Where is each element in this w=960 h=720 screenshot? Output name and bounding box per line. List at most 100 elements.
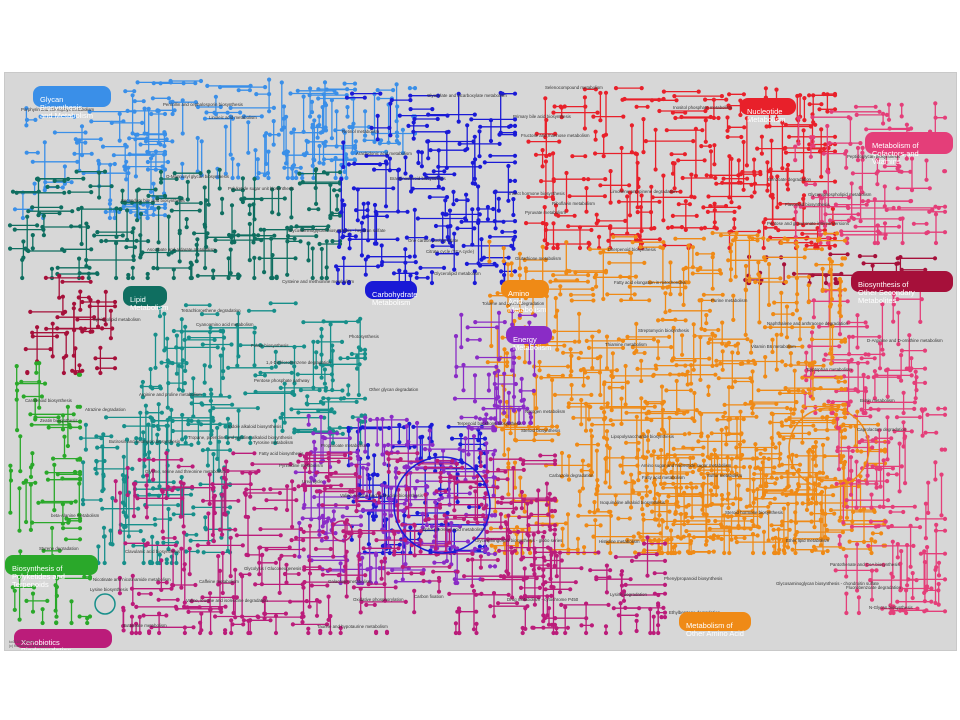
compound-node <box>733 343 738 348</box>
compound-node <box>131 257 136 263</box>
compound-node <box>311 157 316 162</box>
compound-node <box>226 365 231 370</box>
compound-node <box>145 215 150 221</box>
compound-node <box>388 133 393 138</box>
compound-node <box>444 195 450 200</box>
compound-node <box>737 205 742 210</box>
compound-node <box>415 510 420 516</box>
compound-node <box>296 429 301 434</box>
compound-node <box>277 360 282 365</box>
compound-node <box>320 105 325 110</box>
compound-node <box>591 292 596 297</box>
compound-node <box>482 160 487 165</box>
compound-node <box>621 114 626 119</box>
compound-node <box>138 436 143 441</box>
compound-node <box>797 462 803 467</box>
compound-node <box>7 223 13 228</box>
compound-node <box>282 196 287 201</box>
compound-node <box>540 244 545 249</box>
compound-node <box>135 80 140 85</box>
compound-node <box>366 542 371 547</box>
compound-node <box>710 230 715 236</box>
compound-node <box>52 130 58 135</box>
compound-node <box>162 202 168 207</box>
compound-node <box>597 234 602 239</box>
compound-node <box>587 241 592 247</box>
compound-node <box>800 169 805 174</box>
compound-node <box>193 100 198 105</box>
compound-node <box>672 94 677 99</box>
compound-node <box>631 534 636 539</box>
compound-node <box>750 550 756 556</box>
compound-node <box>811 143 816 148</box>
compound-node <box>669 225 675 230</box>
compound-node <box>636 531 641 536</box>
compound-node <box>647 280 653 285</box>
compound-node <box>50 354 55 359</box>
compound-node <box>143 403 148 408</box>
compound-node <box>429 439 434 444</box>
pathway-network <box>7 77 948 636</box>
compound-node <box>640 495 645 500</box>
compound-node <box>827 245 832 251</box>
compound-node <box>761 550 767 556</box>
compound-node <box>895 166 900 171</box>
compound-node <box>259 114 264 119</box>
compound-node <box>333 128 338 133</box>
compound-node <box>759 151 765 156</box>
compound-node <box>872 356 877 361</box>
compound-node <box>112 366 118 371</box>
compound-node <box>92 315 97 320</box>
compound-node <box>174 333 179 338</box>
compound-node <box>851 509 856 514</box>
compound-node <box>836 379 841 384</box>
compound-node <box>346 280 352 286</box>
compound-node <box>397 440 402 445</box>
compound-node <box>386 140 391 145</box>
compound-node <box>683 285 688 290</box>
compound-node <box>202 392 207 397</box>
compound-node <box>577 503 582 508</box>
compound-node <box>292 427 297 432</box>
compound-node <box>647 298 652 303</box>
compound-node <box>817 228 822 233</box>
compound-node <box>79 205 84 210</box>
compound-node <box>553 203 559 208</box>
compound-node <box>482 436 488 441</box>
compound-node <box>726 125 732 130</box>
compound-node <box>236 408 241 413</box>
compound-node <box>560 543 565 548</box>
compound-node <box>901 410 906 416</box>
compound-node <box>97 170 102 175</box>
compound-node <box>94 459 99 464</box>
compound-node <box>125 108 130 113</box>
compound-node <box>913 369 918 374</box>
compound-node <box>672 161 677 166</box>
compound-node <box>146 106 151 111</box>
compound-node <box>186 422 191 427</box>
compound-node <box>272 308 277 313</box>
compound-node <box>787 527 792 532</box>
compound-node <box>688 388 694 393</box>
compound-node <box>72 151 77 156</box>
compound-node <box>559 450 565 456</box>
compound-node <box>366 201 371 206</box>
compound-node <box>174 560 179 566</box>
compound-node <box>472 226 477 231</box>
compound-node <box>858 141 863 146</box>
compound-node <box>12 207 18 212</box>
compound-node <box>582 87 588 92</box>
compound-node <box>793 158 798 163</box>
compound-node <box>670 475 676 480</box>
compound-node <box>752 157 757 162</box>
compound-node <box>445 224 450 229</box>
compound-node <box>452 231 457 236</box>
compound-node <box>808 124 814 129</box>
compound-node <box>166 252 171 257</box>
compound-node <box>681 267 686 272</box>
compound-node <box>834 389 839 394</box>
compound-node <box>436 164 441 169</box>
compound-node <box>899 348 905 353</box>
compound-node <box>533 152 539 157</box>
compound-node <box>315 135 320 140</box>
